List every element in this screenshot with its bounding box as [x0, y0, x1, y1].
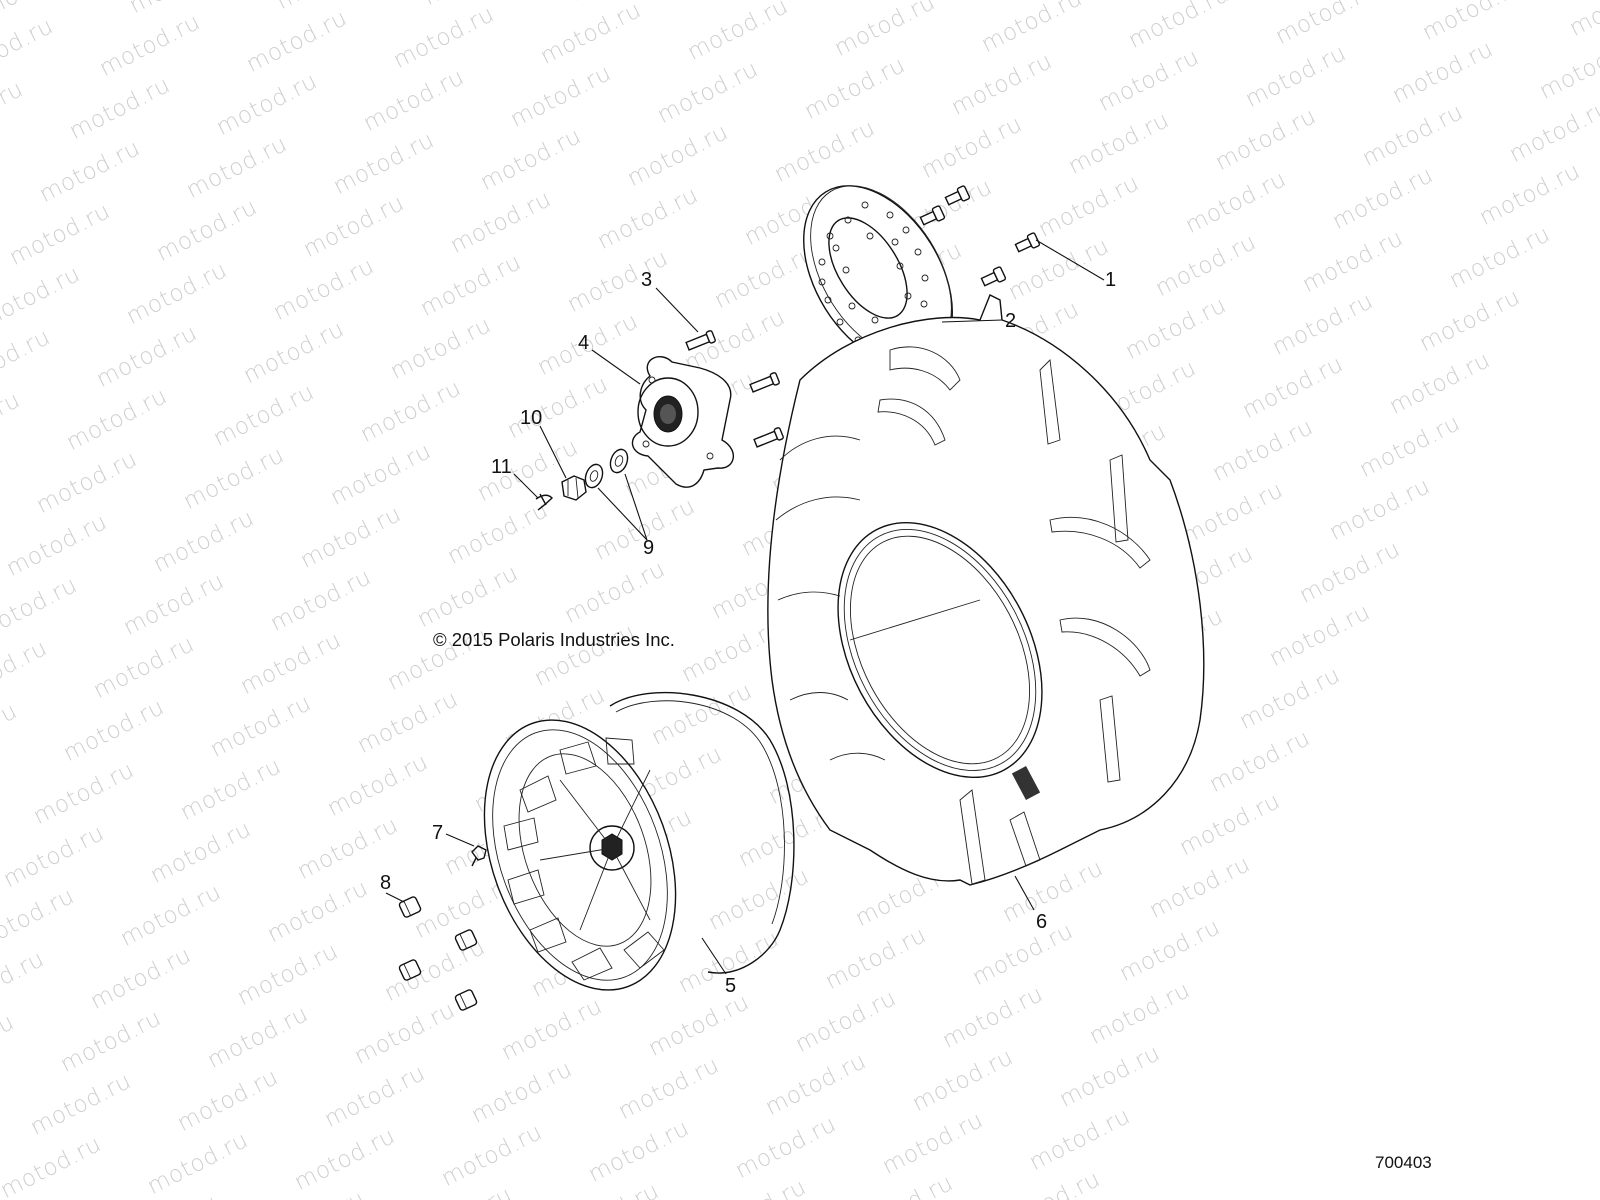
callout-11: 11 — [491, 456, 512, 478]
wheel-hub-drawing — [631, 356, 734, 488]
valve-stem-drawing — [471, 845, 487, 867]
leader-lines — [385, 239, 1105, 975]
disc-bolts-drawing — [919, 185, 1041, 287]
tire-drawing — [767, 294, 1205, 886]
callout-4: 4 — [578, 332, 590, 354]
castle-nut-drawing — [561, 475, 587, 501]
callout-6: 6 — [1036, 911, 1048, 933]
figure-id: 700403 — [1375, 1153, 1432, 1172]
callout-8: 8 — [380, 872, 392, 894]
callout-1: 1 — [1105, 269, 1117, 291]
washers-drawing — [584, 448, 629, 489]
callout-10: 10 — [520, 407, 543, 429]
hub-studs-drawing — [685, 330, 784, 448]
callout-9: 9 — [643, 537, 655, 559]
callout-5: 5 — [725, 975, 737, 997]
cotter-pin-drawing — [535, 493, 553, 511]
copyright-notice: © 2015 Polaris Industries Inc. — [433, 629, 675, 650]
lug-nuts-drawing — [398, 896, 478, 1011]
wheel-rim-drawing — [483, 691, 795, 991]
callout-2: 2 — [1005, 310, 1017, 332]
callout-3: 3 — [641, 269, 653, 291]
callout-7: 7 — [432, 822, 444, 844]
